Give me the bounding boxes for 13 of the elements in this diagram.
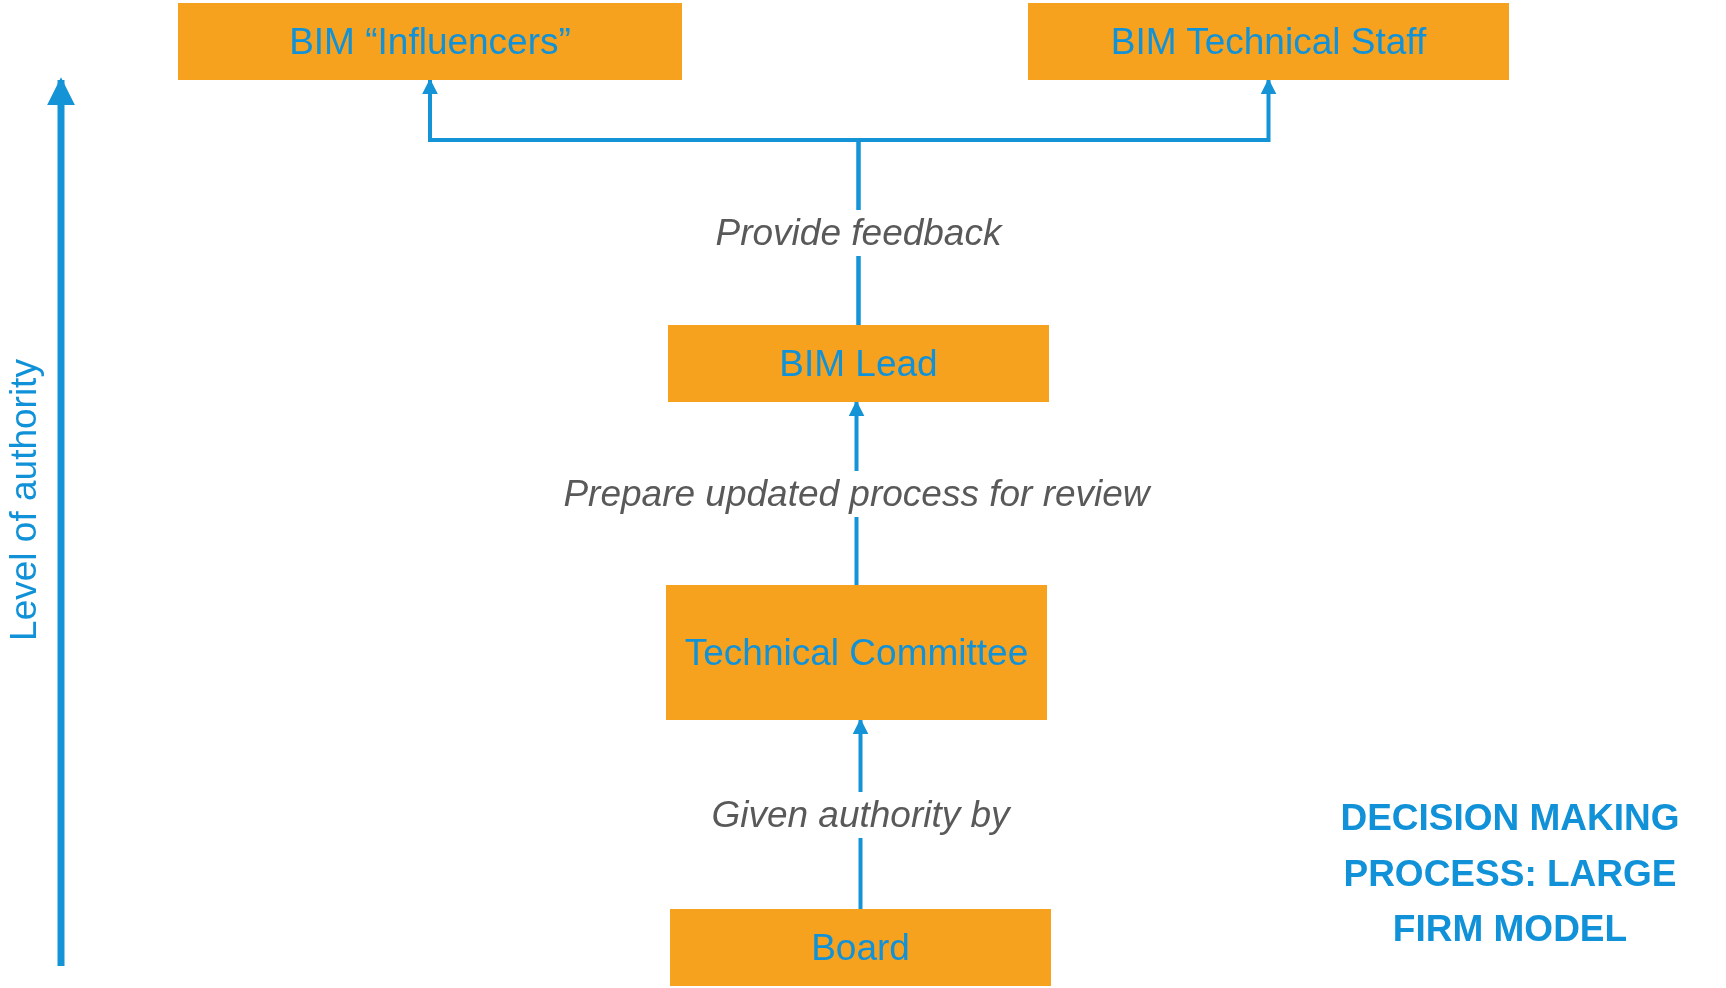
role-box — [1028, 3, 1509, 80]
title: DECISION MAKING PROCESS: LARGE FIRM MODEL — [1339, 796, 1681, 951]
role-name: Technical Committee — [684, 630, 1029, 675]
arrow — [856, 78, 1277, 325]
role-name: BIM “Influencers” — [289, 19, 571, 64]
role-name: BIM Lead — [779, 341, 938, 386]
role-name: Board — [811, 925, 910, 970]
role-box — [670, 909, 1051, 986]
role-box — [668, 325, 1049, 402]
axis-label: Level of authority — [3, 359, 45, 641]
role-name: BIM Technical Staff — [1110, 19, 1427, 64]
role-box — [666, 585, 1047, 720]
role-box — [178, 3, 682, 80]
